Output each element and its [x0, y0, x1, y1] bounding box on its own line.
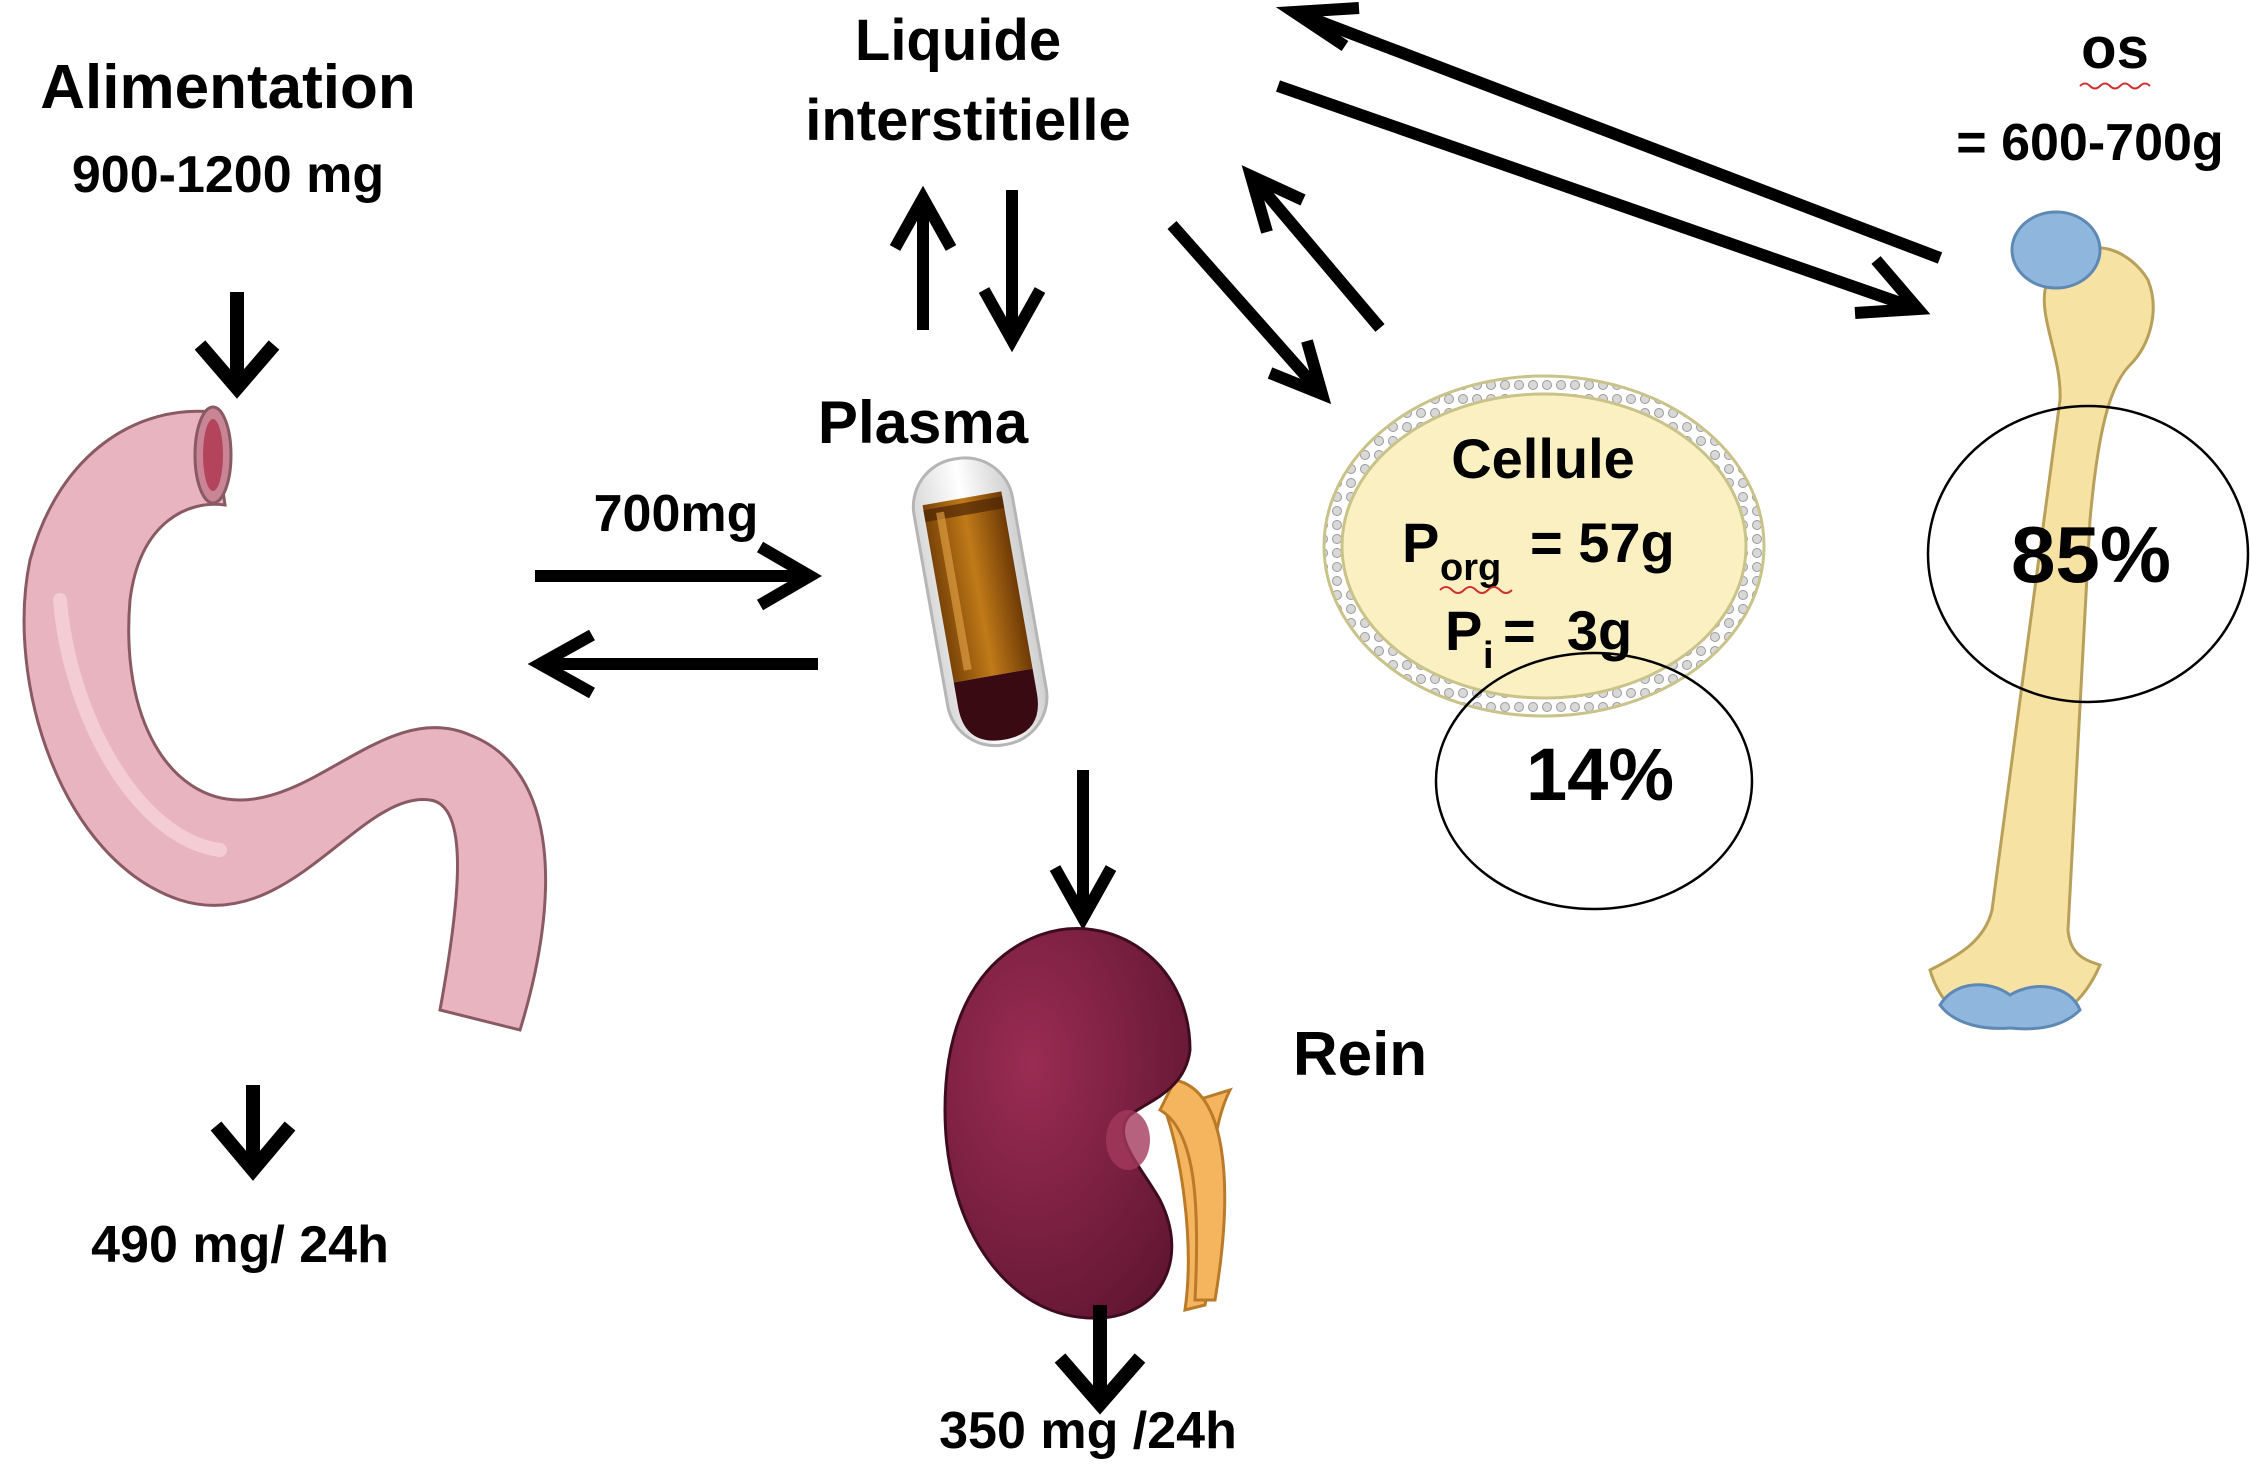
alimentation-title: Alimentation [40, 53, 415, 122]
arrow-os-to-liquide [1275, 2, 1943, 264]
cell-illustration [1322, 374, 1766, 718]
os-percent-circle [1926, 404, 2250, 704]
arrow-plasma-to-liquide [889, 185, 957, 330]
rein-label: Rein [1293, 1020, 1427, 1089]
arrow-plasma-to-rein [1049, 770, 1117, 931]
cellule-pi-line: P i = 3g [1445, 599, 1632, 677]
cellule-title: Cellule [1451, 427, 1635, 490]
excretion-feces-label: 490 mg/ 24h [91, 1216, 389, 1274]
flux-intestine-plasma-label: 700mg [594, 485, 759, 543]
arrow-liquide-to-cellule [1167, 221, 1332, 405]
spellcheck-underline-os [2079, 82, 2151, 90]
os-title: os [2081, 16, 2149, 81]
bone-illustration [1928, 210, 2155, 1031]
plasma-tube-illustration [911, 456, 1049, 748]
kidney-illustration [943, 927, 1233, 1320]
cellule-porg-subscript: org [1440, 547, 1501, 589]
cellule-pi-symbol: P [1445, 599, 1482, 662]
alimentation-value: 900-1200 mg [72, 146, 384, 204]
arrow-rein-to-urine [1054, 1305, 1146, 1415]
os-value: = 600-700g [1956, 114, 2223, 172]
cellule-porg-value: = 57g [1530, 511, 1675, 574]
liquide-title-line2: interstitielle [805, 88, 1131, 153]
arrow-liquide-to-os [1276, 80, 1931, 319]
cellule-porg-line: P org = 57g [1402, 511, 1675, 594]
excretion-urine-label: 350 mg /24h [939, 1402, 1237, 1460]
arrow-intestine-to-plasma [535, 541, 822, 611]
os-percent-label: 85% [2011, 510, 2171, 599]
intestine-illustration [22, 405, 548, 1032]
arrow-intestine-to-feces [210, 1085, 296, 1181]
cellule-porg-symbol: P [1402, 511, 1439, 574]
arrow-liquide-to-plasma [978, 190, 1046, 353]
cellule-percent-circle [1434, 651, 1754, 911]
cellule-percent-label: 14% [1526, 733, 1674, 816]
cellule-pi-value: = 3g [1503, 599, 1632, 662]
arrow-plasma-to-intestine [527, 629, 818, 699]
liquide-title-line1: Liquide [855, 8, 1061, 73]
plasma-label: Plasma [818, 389, 1029, 456]
spellcheck-underline [1439, 586, 1513, 594]
cellule-pi-subscript: i [1483, 635, 1494, 677]
arrow-cellule-to-liquide [1241, 165, 1385, 332]
arrow-alimentation-to-intestine [194, 292, 280, 399]
